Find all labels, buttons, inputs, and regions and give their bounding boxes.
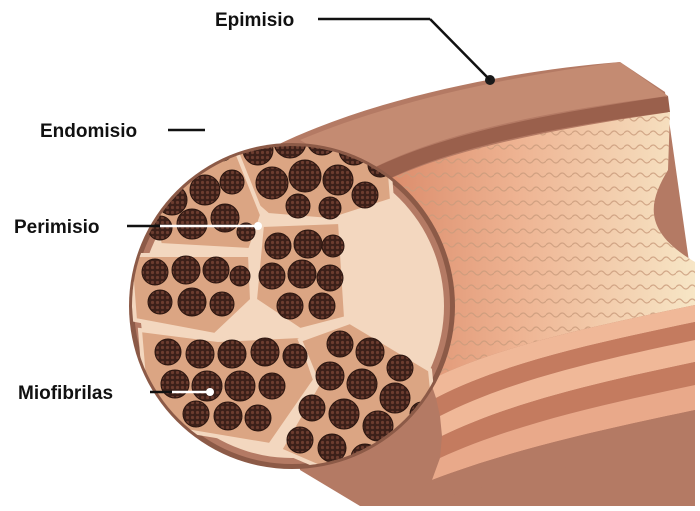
label-miofibrilas: Miofibrilas [18,383,113,404]
label-perimisio: Perimisio [14,217,100,238]
label-epimisio: Epimisio [215,10,294,31]
label-endomisio: Endomisio [40,121,137,142]
